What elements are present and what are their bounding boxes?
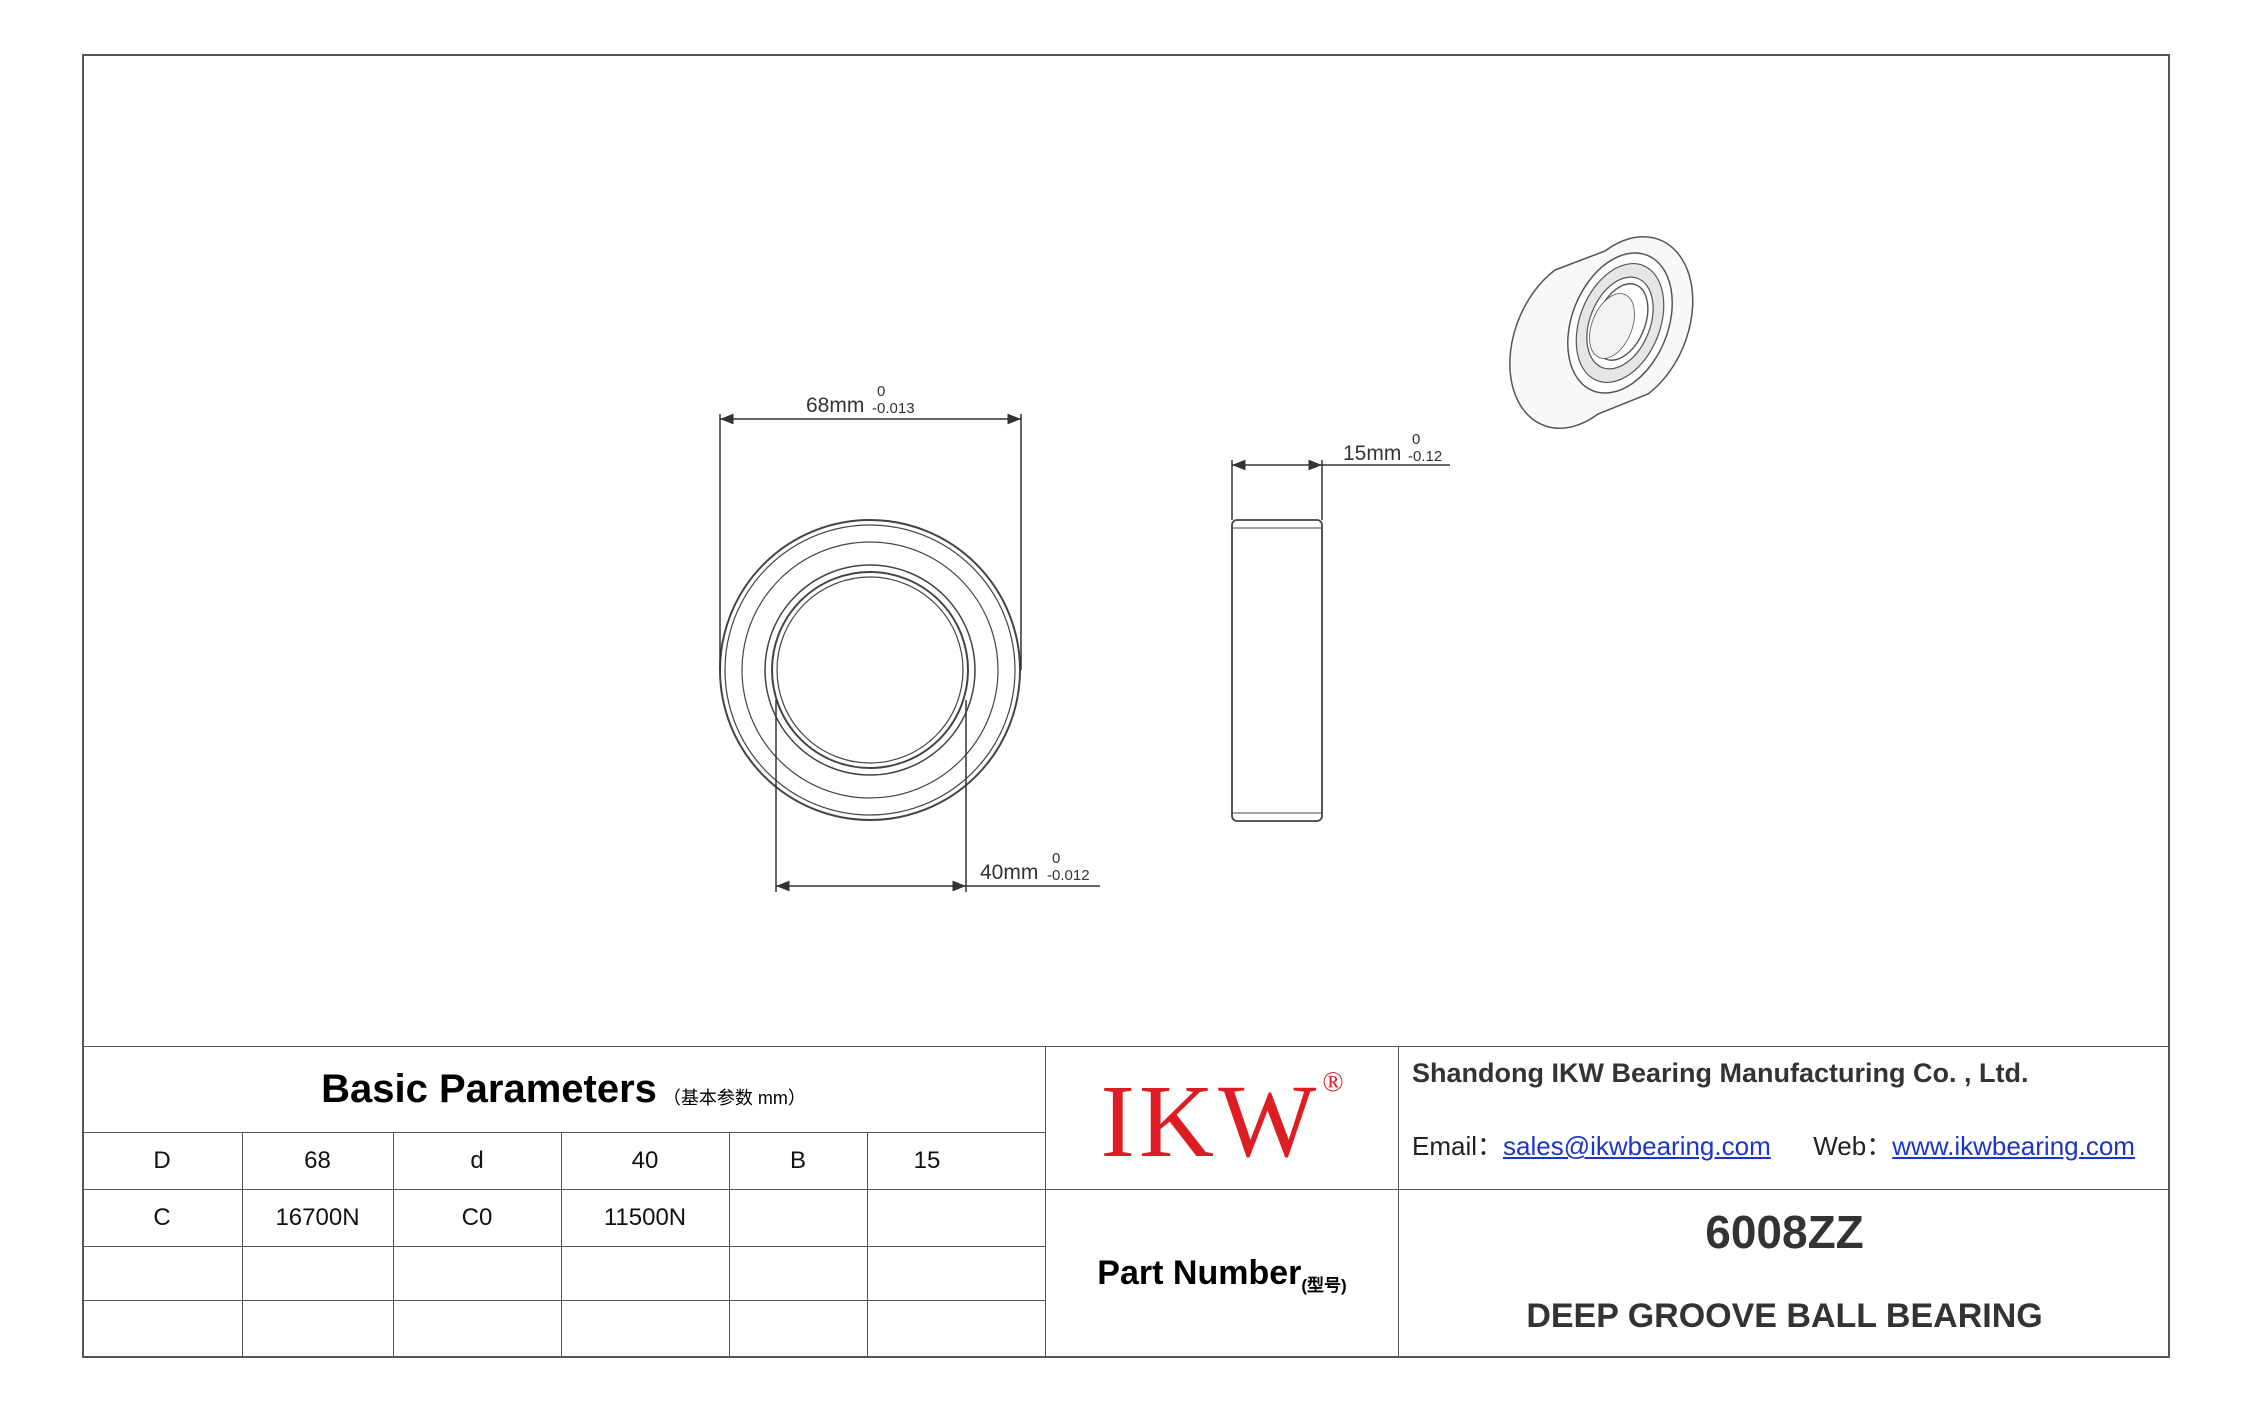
param-cell: 11500N [603,1203,687,1231]
basic-parameters-heading: Basic Parameters （基本参数 mm） [82,1046,1045,1132]
params-col1 [242,1132,243,1358]
web-label: Web： [1813,1131,1893,1161]
params-col3 [561,1132,562,1358]
bore-chamfer [776,576,964,764]
title-block: Basic Parameters （基本参数 mm） D 68 d 40 B 1… [82,1046,2170,1358]
shield-edge [741,541,999,799]
email-label: Email： [1412,1131,1504,1161]
params-col4 [729,1132,730,1358]
width-dimension [1231,459,1450,520]
params-row2-bottom [82,1246,1045,1247]
param-cell: 40 [631,1146,659,1174]
logo-bottom [1045,1189,2170,1190]
params-col5 [867,1132,868,1358]
company-name: Shandong IKW Bearing Manufacturing Co. ,… [1412,1058,2029,1088]
title-block-top-border [82,1046,2170,1047]
inner-ring-edge [771,571,969,769]
front-view [719,519,1021,821]
param-cell: 15 [913,1146,941,1174]
params-title-bottom [82,1132,1045,1133]
outer-diameter-upper-tol: 0 [877,383,885,400]
part-number-label: Part Number(型号) [1046,1189,1398,1358]
divider-params-logo [1045,1046,1046,1358]
inner-ring-outer [764,564,976,776]
inner-diameter-upper-tol: 0 [1052,850,1060,867]
divider-logo-company [1398,1046,1399,1358]
outer-diameter-dimension [719,413,1022,670]
email-link[interactable]: sales@ikwbearing.com [1503,1131,1771,1161]
side-view [1231,519,1323,822]
part-number-title-cn: (型号) [1301,1276,1347,1295]
side-outline [1231,519,1323,822]
brand-logo-text: IKW [1100,1063,1321,1179]
basic-parameters-title: Basic Parameters [321,1066,657,1111]
param-cell: B [789,1146,806,1174]
isometric-view [1509,236,1694,429]
web-link[interactable]: www.ikwbearing.com [1892,1131,2135,1161]
param-cell [867,1189,987,1246]
inner-diameter-lower-tol: -0.012 [1047,867,1090,884]
param-cell: C0 [461,1203,493,1231]
params-row1-bottom [82,1189,1045,1190]
contact-line: Email：sales@ikwbearing.com Web：www.ikwbe… [1412,1126,2135,1163]
param-cell: 68 [304,1146,331,1174]
width-lower-tol: -0.12 [1408,448,1442,465]
params-row3-bottom [82,1300,1045,1301]
iso-bore-depth [1589,293,1635,359]
part-number-value: 6008ZZ [1705,1206,1864,1258]
param-cell: C [153,1203,171,1231]
drawing-frame [82,54,2170,1358]
brand-logo: IKW ® [1046,1046,1398,1188]
part-description: DEEP GROOVE BALL BEARING [1526,1297,2043,1335]
outer-ring-chamfer [724,524,1016,816]
basic-parameters-subtitle: （基本参数 mm） [662,1088,806,1108]
width-label: 15mm [1343,442,1401,465]
param-cell: D [153,1146,171,1174]
inner-diameter-dimension [775,700,1100,892]
width-upper-tol: 0 [1412,431,1420,448]
inner-diameter-label: 40mm [980,861,1038,884]
param-cell: d [470,1146,484,1174]
params-col2 [393,1132,394,1358]
outer-diameter-lower-tol: -0.013 [872,400,915,417]
part-number-title: Part Number [1097,1254,1302,1292]
outer-diameter-label: 68mm [806,394,864,417]
registered-mark: ® [1322,1067,1344,1098]
param-cell: 16700N [275,1203,360,1231]
param-cell [729,1189,867,1246]
